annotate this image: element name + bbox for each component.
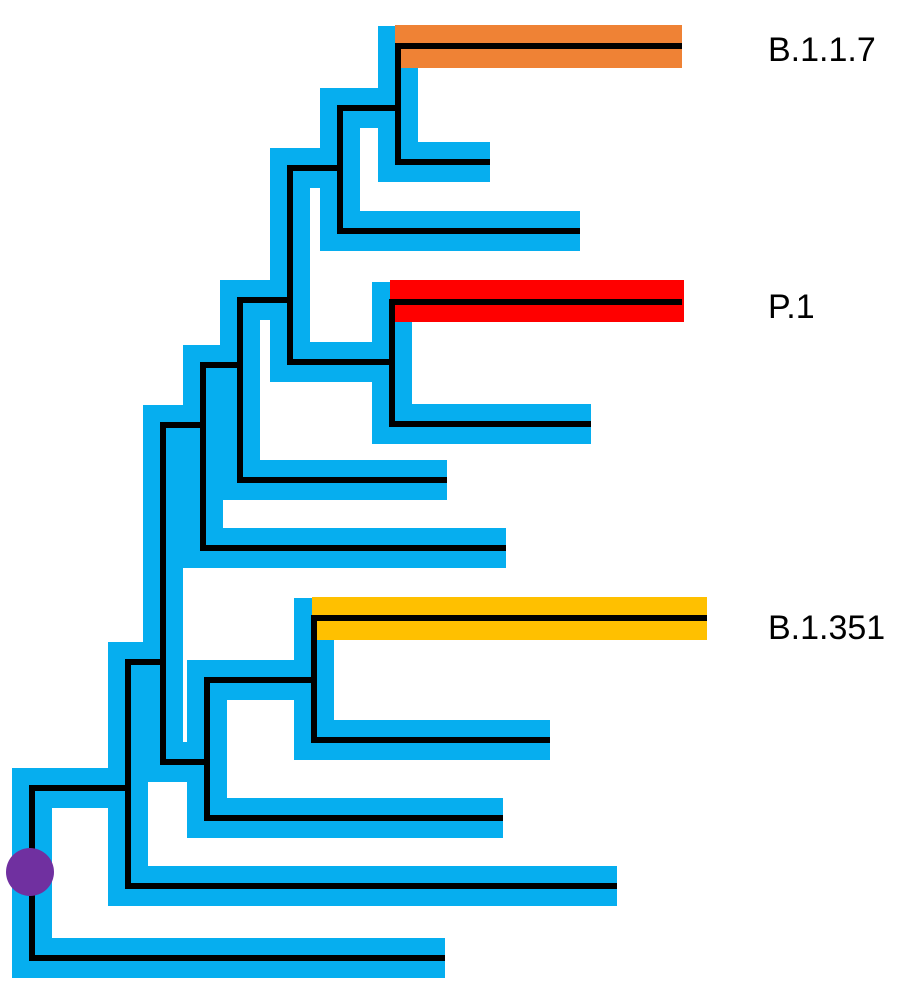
tree-background-band — [12, 26, 707, 978]
branch-segment — [337, 105, 580, 234]
branch-segment — [389, 299, 682, 427]
branch-segment — [395, 43, 682, 165]
label-b1351: B.1.351 — [768, 609, 886, 647]
branch-segment — [200, 362, 506, 551]
label-b117: B.1.1.7 — [768, 31, 876, 69]
tree-branches — [29, 43, 707, 961]
branch-segment — [204, 677, 503, 821]
branch-segment — [160, 422, 207, 765]
branch-segment — [311, 615, 707, 743]
label-p1: P.1 — [768, 288, 815, 326]
branch-segment — [125, 659, 617, 889]
branch-segment — [287, 165, 392, 365]
root-node-marker — [6, 848, 54, 896]
branch-segment — [237, 297, 447, 483]
